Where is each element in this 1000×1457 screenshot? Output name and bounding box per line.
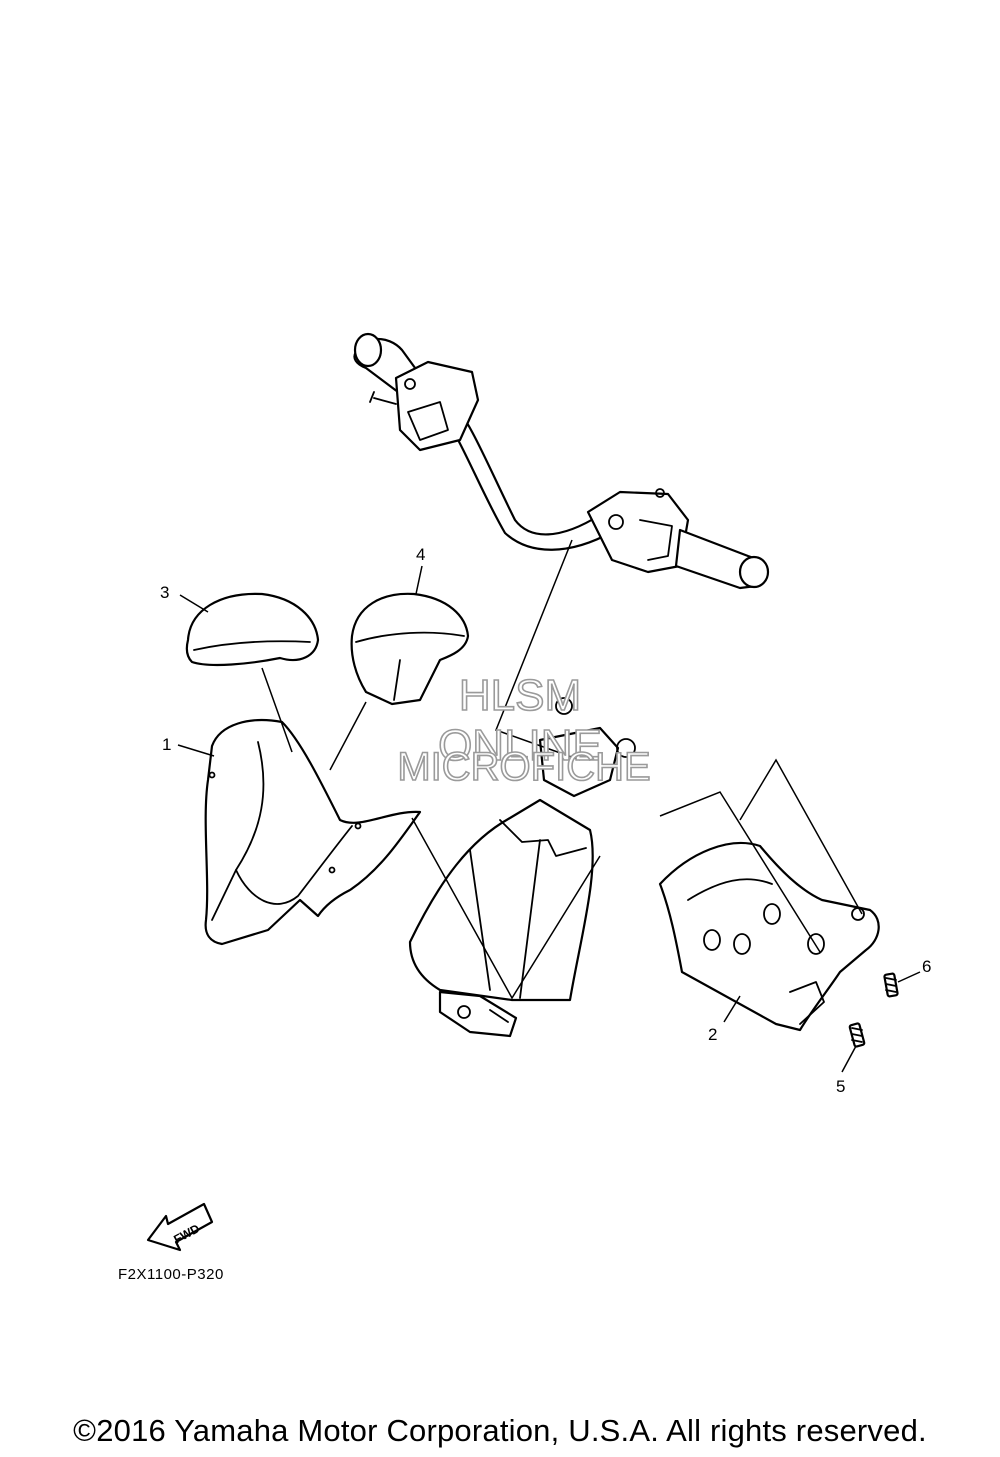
callout-leaders [177, 565, 921, 1073]
callout-4: 4 [416, 545, 425, 564]
callout-6: 6 [922, 957, 931, 976]
callout-1: 1 [162, 735, 171, 754]
watermark-line-3: MICROFICHE [397, 745, 650, 789]
callout-5: 5 [836, 1077, 845, 1096]
screw-5 [848, 1022, 866, 1048]
copyright-notice: ©2016 Yamaha Motor Corporation, U.S.A. A… [73, 1413, 927, 1448]
steering-column [408, 697, 636, 1038]
callout-2: 2 [708, 1025, 717, 1044]
diagram-code: F2X1100-P320 [118, 1266, 224, 1283]
part-4-cover [350, 592, 470, 706]
fwd-arrow-icon: FWD [146, 1202, 214, 1252]
screw-6 [883, 972, 899, 998]
handlebar-assembly [353, 332, 770, 590]
part-1-front-cover [204, 718, 422, 946]
watermark-line-2: ONLINE [438, 721, 602, 770]
part-2-inner-cover [658, 841, 880, 1032]
part-3-cover [185, 592, 320, 667]
callout-3: 3 [160, 583, 169, 602]
reference-lines [261, 539, 863, 1000]
watermark-line-1: HLSM [459, 671, 581, 720]
